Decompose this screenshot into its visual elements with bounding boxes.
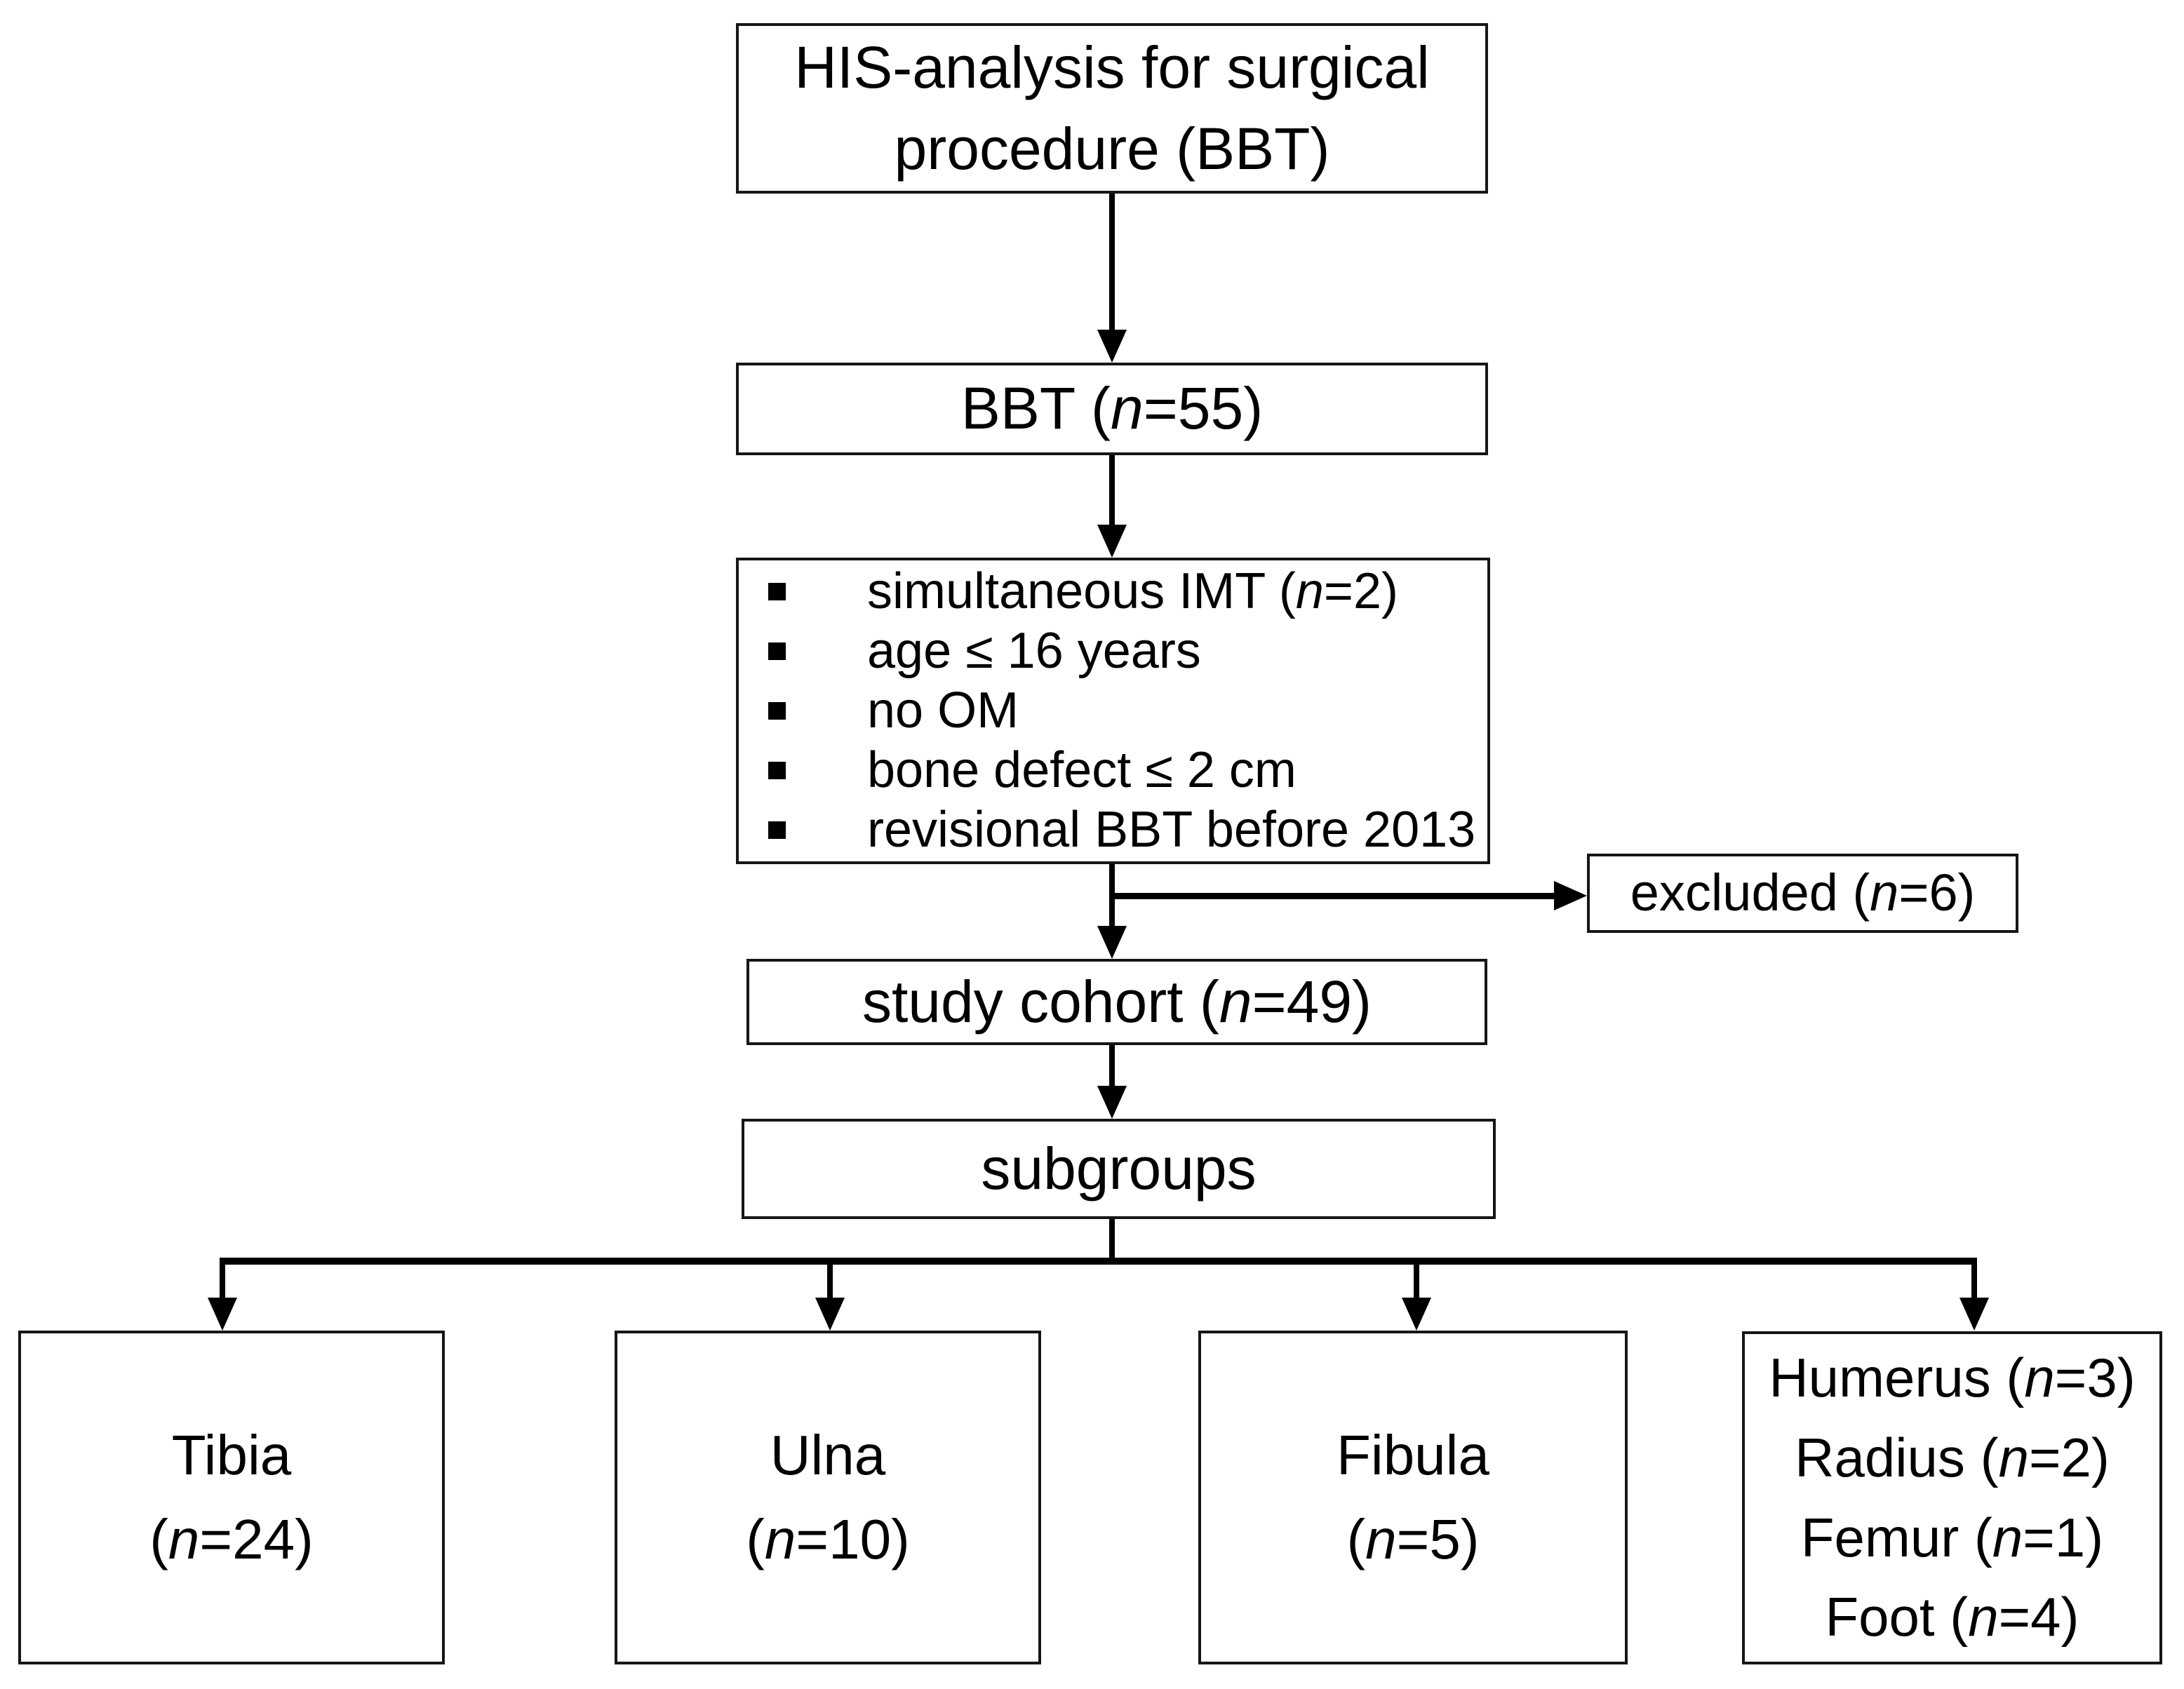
ulna-name: Ulna xyxy=(770,1424,886,1486)
arrowhead-down-icon xyxy=(1097,1086,1127,1119)
connector-top-to-bbt xyxy=(1109,194,1115,330)
criteria-text: age ≤ 16 years xyxy=(867,622,1201,679)
arrowhead-down-icon xyxy=(1097,926,1127,959)
radius-count: Radius (n=2) xyxy=(1795,1426,2110,1488)
drop-to-other xyxy=(1971,1258,1977,1298)
his-analysis-line1: HIS-analysis for surgical xyxy=(794,34,1430,100)
femur-count: Femur (n=1) xyxy=(1800,1506,2104,1568)
his-analysis-line2: procedure (BBT) xyxy=(894,115,1330,182)
arrowhead-right-icon xyxy=(1554,881,1587,910)
bullet-square-icon xyxy=(768,821,786,839)
arrowhead-down-icon xyxy=(815,1298,845,1331)
other-bones-box: Humerus (n=3) Radius (n=2) Femur (n=1) F… xyxy=(1742,1331,2162,1664)
drop-to-ulna xyxy=(827,1258,833,1298)
fibula-count: (n=5) xyxy=(1346,1508,1480,1570)
criteria-item: simultaneous IMT (n=2) xyxy=(739,562,1487,621)
drop-to-tibia xyxy=(220,1258,225,1298)
bullet-square-icon xyxy=(768,642,786,660)
bbt-label: BBT (n=55) xyxy=(960,375,1264,442)
arrowhead-down-icon xyxy=(208,1298,237,1331)
arrowhead-down-icon xyxy=(1097,330,1127,363)
drop-to-fibula xyxy=(1414,1258,1419,1298)
fibula-box: Fibula (n=5) xyxy=(1198,1331,1628,1664)
arrowhead-down-icon xyxy=(1097,525,1127,558)
ulna-count: (n=10) xyxy=(746,1508,910,1570)
his-analysis-box: HIS-analysis for surgical procedure (BBT… xyxy=(736,23,1488,194)
connector-subgroups-to-distributor xyxy=(1109,1219,1115,1261)
ulna-box: Ulna (n=10) xyxy=(615,1331,1041,1664)
connector-cohort-to-subgroups xyxy=(1109,1045,1115,1086)
bullet-square-icon xyxy=(768,762,786,779)
distributor-line xyxy=(220,1258,1977,1265)
subgroups-box: subgroups xyxy=(742,1119,1496,1219)
foot-count: Foot (n=4) xyxy=(1825,1586,2079,1648)
bbt-box: BBT (n=55) xyxy=(736,363,1488,455)
criteria-item: revisional BBT before 2013 xyxy=(739,800,1487,860)
excluded-label: excluded (n=6) xyxy=(1630,863,1976,922)
tibia-name: Tibia xyxy=(171,1424,292,1486)
criteria-text: revisional BBT before 2013 xyxy=(867,801,1476,858)
connector-branch-to-excluded xyxy=(1109,893,1554,899)
study-cohort-label: study cohort (n=49) xyxy=(862,968,1372,1035)
humerus-count: Humerus (n=3) xyxy=(1769,1346,2136,1408)
arrowhead-down-icon xyxy=(1959,1298,1989,1331)
fibula-name: Fibula xyxy=(1336,1424,1489,1486)
bullet-square-icon xyxy=(768,583,786,600)
excluded-box: excluded (n=6) xyxy=(1587,854,2018,933)
criteria-item: no OM xyxy=(739,681,1487,741)
criteria-text: no OM xyxy=(867,682,1019,739)
arrowhead-down-icon xyxy=(1402,1298,1431,1331)
criteria-item: bone defect ≤ 2 cm xyxy=(739,741,1487,800)
criteria-text: simultaneous IMT (n=2) xyxy=(867,563,1398,619)
criteria-text: bone defect ≤ 2 cm xyxy=(867,741,1297,798)
connector-bbt-to-criteria xyxy=(1109,455,1115,525)
criteria-item: age ≤ 16 years xyxy=(739,621,1487,681)
exclusion-criteria-box: simultaneous IMT (n=2) age ≤ 16 years no… xyxy=(736,558,1490,864)
tibia-box: Tibia (n=24) xyxy=(18,1331,445,1664)
study-cohort-box: study cohort (n=49) xyxy=(746,959,1487,1045)
bullet-square-icon xyxy=(768,702,786,720)
subgroups-label: subgroups xyxy=(981,1135,1257,1202)
tibia-count: (n=24) xyxy=(149,1508,314,1570)
